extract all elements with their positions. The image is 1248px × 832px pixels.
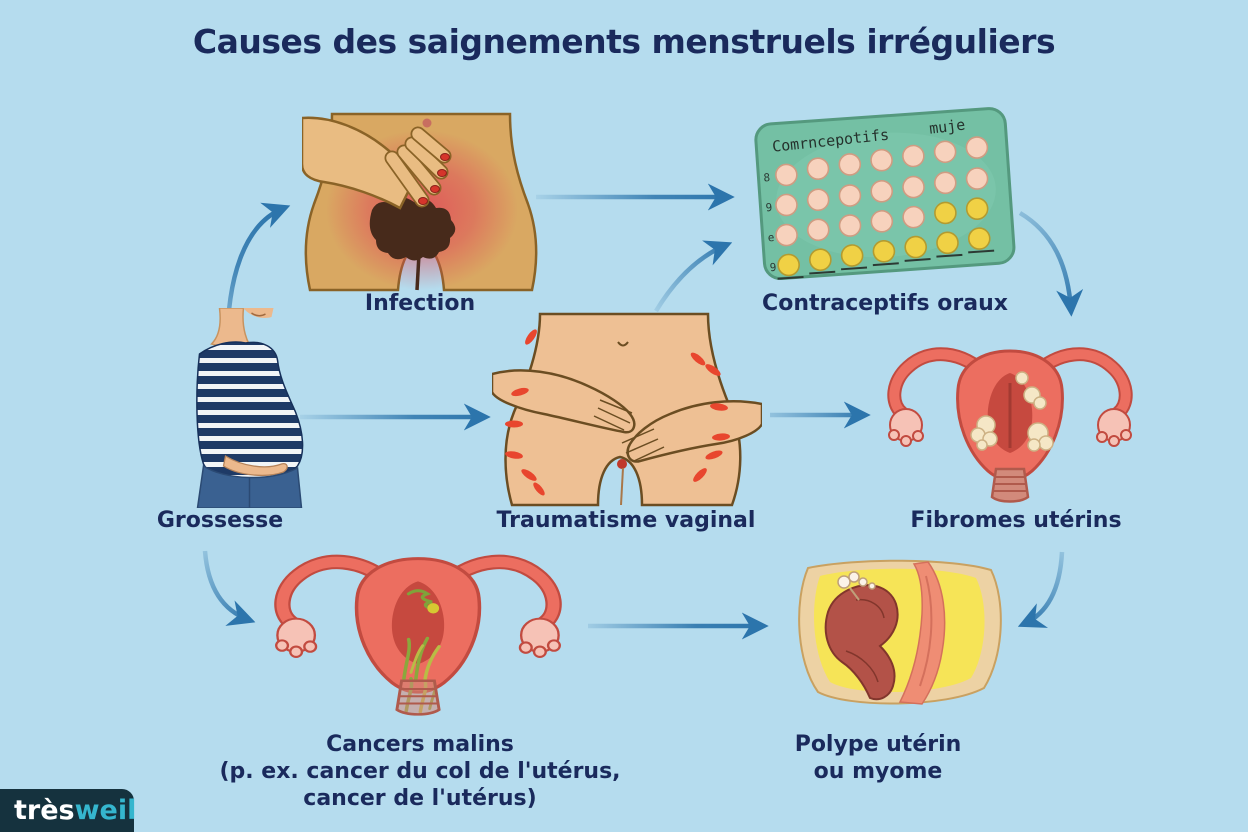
crossed-hands	[492, 369, 762, 463]
pubic-hair-shape	[369, 197, 456, 261]
rectum	[898, 561, 946, 705]
label-fibromes: Fibromes utérins	[910, 508, 1122, 533]
uterus-cancer-illustration	[274, 554, 562, 716]
arrow-contraceptifs-fibromes	[1018, 211, 1084, 317]
pills-grid	[775, 136, 995, 280]
page-title: Causes des saignements menstruels irrégu…	[192, 22, 1056, 61]
label-polype: Polype utérin ou myome	[795, 731, 962, 785]
uterus-sagittal	[824, 584, 899, 701]
label-cancers-line2: (p. ex. cancer du col de l'utérus,	[219, 759, 621, 784]
label-cancers: Cancers malins (p. ex. cancer du col de …	[219, 731, 620, 812]
cervix	[990, 467, 1030, 503]
label-grossesse: Grossesse	[156, 508, 284, 533]
pain-marks	[505, 329, 730, 496]
uterus-fibroids-illustration	[887, 347, 1133, 503]
striped-top	[196, 341, 304, 481]
label-polype-line1: Polype utérin	[794, 732, 962, 757]
label-cancers-line1: Cancers malins	[326, 732, 514, 757]
scratching-hand	[302, 116, 452, 210]
hand-under-belly	[222, 454, 288, 476]
arrow-fibromes-polype	[1017, 551, 1065, 628]
label-polype-line2: ou myome	[813, 759, 943, 784]
pill-row-mark: 8	[763, 171, 771, 184]
pill-pack-brand-text-2: muje	[928, 115, 966, 137]
vaginal-trauma-illustration	[492, 312, 762, 507]
fallopian-tubes	[887, 347, 1133, 420]
polyp-cluster	[837, 571, 876, 590]
brand-logo-part2: weil	[74, 795, 137, 826]
uterine-polyp-illustration	[798, 559, 1002, 705]
label-contraceptifs: Contraceptifs oraux	[762, 291, 1008, 316]
pill-row-mark: 9	[765, 201, 773, 214]
label-infection: Infection	[364, 291, 476, 316]
label-cancers-line3: cancer de l'utérus)	[303, 786, 537, 811]
label-traumatisme: Traumatisme vaginal	[496, 508, 756, 533]
pill-row-mark: e	[767, 231, 775, 244]
fimbriae	[888, 408, 1132, 447]
pill-row-mark: 9	[769, 261, 777, 274]
pill-pack-illustration: Comrncepotifs muje 8 9 e 9	[754, 107, 1016, 281]
pregnant-woman-illustration	[196, 308, 304, 508]
red-fingernails	[418, 153, 450, 205]
arrow-traumatisme-contraceptifs	[654, 240, 733, 313]
brand-logo-part1: très	[14, 795, 75, 826]
infection-illustration	[302, 112, 538, 292]
arrow-grossesse-cancers	[202, 550, 256, 626]
fibroid-lumps	[970, 371, 1054, 452]
